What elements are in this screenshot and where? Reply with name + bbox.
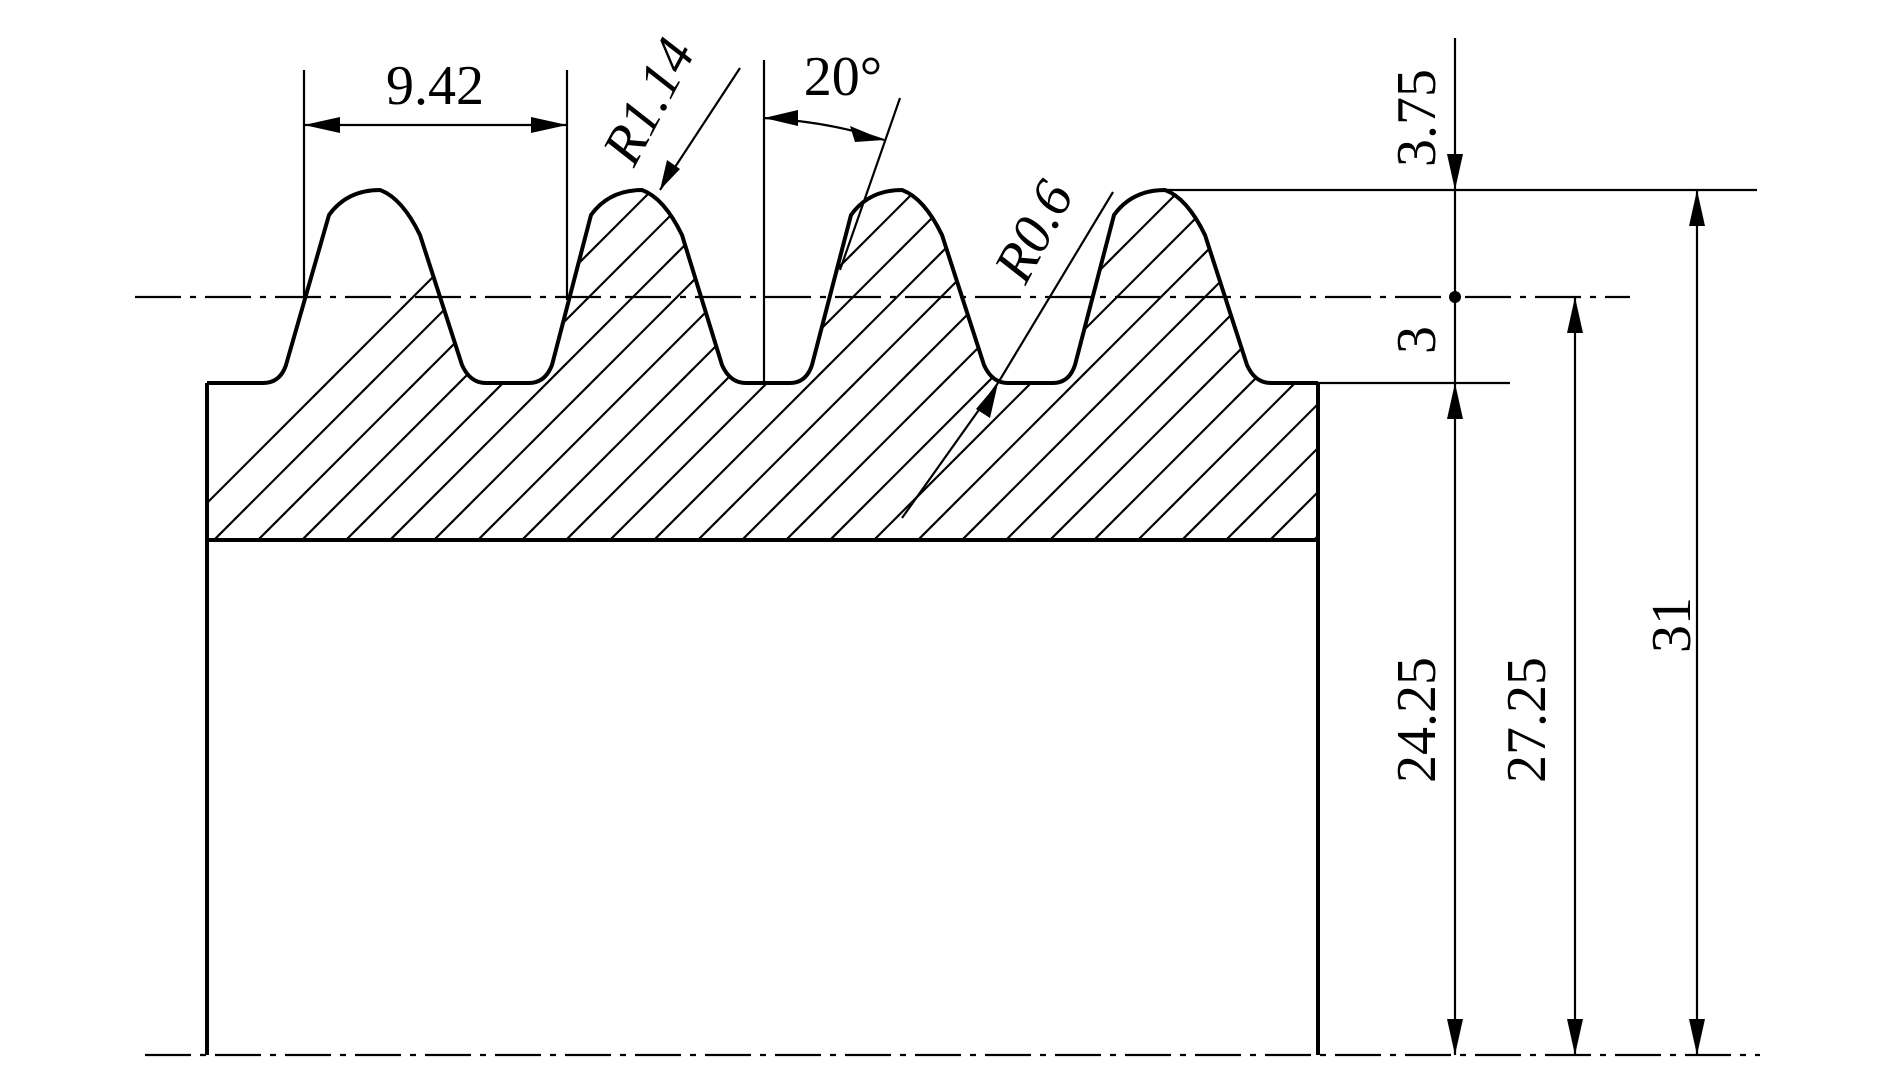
hatch-line	[589, 190, 1001, 540]
hatch-line	[1734, 150, 1890, 560]
hatch-line	[1558, 150, 1890, 560]
tooth-profile-outline	[207, 188, 1318, 385]
hatch-line	[1073, 190, 1318, 540]
hatch-line	[281, 190, 693, 540]
root-height-label: 24.25	[1386, 657, 1448, 783]
pitch-height-dimension: 27.25	[1496, 297, 1583, 1055]
tip-height-label: 31	[1641, 597, 1703, 653]
hatch-line	[501, 190, 913, 540]
hatch-line	[545, 190, 957, 540]
tip-height-dimension: 31	[1641, 190, 1705, 1055]
hatch-line	[1646, 150, 1890, 560]
hatch-line	[1293, 190, 1318, 540]
hatch-line	[897, 190, 1309, 540]
tip-radius-dimension: R1.14	[590, 29, 741, 191]
hatch-line	[1338, 150, 1748, 560]
hatch-line	[237, 190, 649, 540]
flank-angle-label: 20°	[804, 46, 882, 108]
hatch-line	[985, 190, 1318, 540]
root-height-dimension: 24.25	[1386, 383, 1463, 1055]
addendum-dimension: 3.75	[1386, 38, 1463, 190]
hatch-line	[1205, 190, 1318, 540]
hatch-line	[1514, 150, 1890, 560]
hatch-line	[1602, 150, 1890, 560]
dedendum-label: 3	[1386, 326, 1448, 354]
tip-radius-label: R1.14	[590, 29, 707, 176]
hatch-line	[413, 190, 825, 540]
hatch-line	[325, 190, 737, 540]
pitch-dimension: 9.42	[302, 55, 569, 300]
hatch-line	[1690, 150, 1890, 560]
addendum-label: 3.75	[1386, 69, 1448, 167]
hatch-line	[1117, 190, 1318, 540]
pitch-height-label: 27.25	[1496, 657, 1558, 783]
hatch-line	[457, 190, 869, 540]
root-radius-label: R0.6	[982, 171, 1086, 293]
hatch-line	[1029, 190, 1318, 540]
hatch-line	[1382, 150, 1792, 560]
pitch-label: 9.42	[386, 55, 484, 117]
flank-angle-dimension: 20°	[762, 46, 902, 383]
hatch-line	[207, 190, 605, 540]
hatch-line	[207, 190, 561, 540]
hatch-line	[1470, 150, 1880, 560]
dedendum-dimension: 3	[1386, 190, 1461, 383]
hatch-line	[1426, 150, 1836, 560]
hatch-line	[941, 190, 1318, 540]
hatch-line	[1161, 190, 1318, 540]
